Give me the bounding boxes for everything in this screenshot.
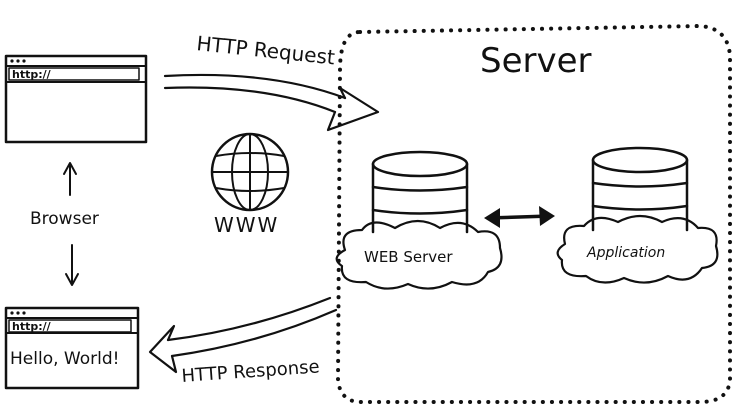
browser-label: Browser <box>30 209 99 229</box>
http-request-arrow <box>163 73 380 132</box>
web-server-database-icon <box>371 150 469 234</box>
application-cloud-icon <box>556 214 719 284</box>
window-dots-bottom <box>10 311 26 315</box>
browser-arrow-down <box>65 244 79 286</box>
http-response-label: HTTP Response <box>181 356 320 387</box>
web-server-label: WEB Server <box>364 248 453 266</box>
server-title: Server <box>480 41 592 81</box>
browser-window-top: http:// <box>4 54 148 144</box>
browser-url-bottom: http:// <box>12 320 52 333</box>
application-label: Application <box>586 245 665 261</box>
server-boundary <box>336 24 732 404</box>
browser-arrow-up <box>63 162 77 196</box>
http-response-arrow <box>148 296 338 374</box>
http-request-label: HTTP Request <box>195 31 336 69</box>
browser-url-top: http:// <box>12 68 52 81</box>
hello-world-text: Hello, World! <box>10 349 119 369</box>
globe-icon <box>210 132 290 212</box>
application-database-icon <box>591 146 689 232</box>
www-label: WWW <box>214 213 279 237</box>
browser-window-bottom: http:// Hello, World! <box>4 306 140 390</box>
window-dots-top <box>10 59 26 63</box>
web-server-cloud-icon <box>335 219 503 290</box>
double-arrow-icon <box>484 206 555 228</box>
